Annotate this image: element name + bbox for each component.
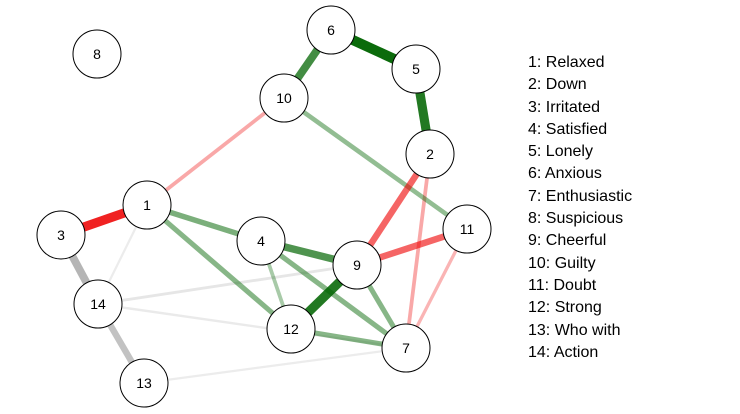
legend-name: Enthusiastic (545, 187, 633, 205)
node-12-circle (266, 304, 316, 354)
legend-number: 12 (528, 299, 546, 317)
node-13: 13 (119, 358, 169, 408)
legend-name: Relaxed (545, 54, 605, 71)
node-layer: 1 2 3 4 5 6 7 8 (36, 5, 492, 408)
legend-number: 11 (528, 276, 545, 294)
legend-name: Strong (554, 299, 602, 317)
node-1-label: 1 (143, 197, 151, 213)
legend-item: 10: Guilty (528, 254, 596, 272)
node-5-label: 5 (412, 61, 420, 77)
node-10: 10 (259, 73, 309, 123)
legend-number: 4 (528, 120, 537, 138)
node-6: 6 (306, 5, 356, 55)
legend-name: Doubt (553, 276, 597, 294)
node-7-circle (381, 323, 431, 373)
edge-10-11 (282, 96, 469, 231)
node-8-circle (72, 29, 122, 79)
node-4-label: 4 (257, 233, 265, 249)
legend-number: 13 (528, 321, 546, 339)
legend-name: Anxious (544, 165, 602, 183)
node-5: 5 (391, 44, 441, 94)
node-2-label: 2 (426, 146, 434, 162)
legend-number: 3 (528, 98, 537, 116)
legend-number: 6 (528, 165, 537, 183)
node-3: 3 (36, 210, 86, 260)
legend-name: Lonely (545, 143, 593, 161)
legend-number: 14 (528, 343, 546, 361)
node-4: 4 (236, 216, 286, 266)
node-11-label: 11 (460, 221, 475, 237)
node-1: 1 (122, 180, 172, 230)
legend-name: Cheerful (545, 232, 607, 250)
legend-number: 8 (528, 210, 537, 228)
legend-name: Suspicious (545, 210, 624, 228)
legend-item: 8: Suspicious (528, 210, 624, 228)
legend-item: 7: Enthusiastic (528, 187, 633, 205)
node-9-label: 9 (353, 257, 361, 273)
node-11: 11 (442, 204, 492, 254)
edge-4-7 (259, 238, 408, 351)
node-3-circle (36, 210, 86, 260)
legend-name: Down (545, 76, 587, 94)
edge-14-9 (97, 263, 358, 306)
legend-number: 7 (528, 187, 537, 205)
legend-number: 2 (528, 76, 537, 94)
node-10-circle (259, 73, 309, 123)
node-13-label: 13 (136, 375, 152, 391)
node-7: 7 (381, 323, 431, 373)
legend-item: 13: Who with (528, 321, 621, 339)
legend-number: 1 (528, 54, 537, 71)
node-14: 14 (73, 279, 123, 329)
node-4-circle (236, 216, 286, 266)
node-9: 9 (332, 240, 382, 290)
edge-14-7 (97, 302, 407, 350)
node-3-label: 3 (57, 227, 65, 243)
node-12: 12 (266, 304, 316, 354)
edge-13-7 (143, 346, 407, 385)
node-12-label: 12 (283, 321, 299, 337)
node-11-circle (442, 204, 492, 254)
node-13-circle (119, 358, 169, 408)
node-6-label: 6 (327, 22, 335, 38)
legend-item: 5: Lonely (528, 143, 593, 161)
legend-name: Guilty (554, 254, 596, 272)
legend-item: 11: Doubt (528, 276, 597, 294)
node-legend: 1: Relaxed 2: Down 3: Irritated 4: Satis… (528, 52, 632, 364)
node-1-circle (122, 180, 172, 230)
legend-item: 6: Anxious (528, 165, 602, 183)
node-5-circle (391, 44, 441, 94)
node-14-circle (73, 279, 123, 329)
legend-number: 5 (528, 143, 537, 161)
node-7-label: 7 (402, 340, 410, 356)
node-6-circle (306, 5, 356, 55)
node-14-label: 14 (90, 296, 106, 312)
legend-item: 12: Strong (528, 299, 602, 317)
node-10-label: 10 (276, 90, 292, 106)
legend-item: 9: Cheerful (528, 232, 607, 250)
node-2: 2 (405, 129, 455, 179)
legend-name: Who with (554, 321, 621, 339)
legend-item: 1: Relaxed (528, 54, 605, 71)
edge-1-12 (145, 203, 293, 331)
legend-number: 10 (528, 254, 546, 272)
legend-name: Action (553, 343, 599, 361)
node-9-circle (332, 240, 382, 290)
legend-item: 4: Satisfied (528, 120, 608, 138)
legend-number: 9 (528, 232, 537, 250)
legend-item: 3: Irritated (528, 98, 601, 116)
legend-item: 14: Action (528, 343, 599, 361)
node-2-circle (405, 129, 455, 179)
legend-name: Irritated (545, 98, 601, 116)
node-8: 8 (72, 29, 122, 79)
node-8-label: 8 (93, 46, 101, 62)
legend-name: Satisfied (545, 120, 608, 138)
legend-item: 2: Down (528, 76, 587, 94)
edge-2-7 (404, 153, 432, 349)
edge-1-10 (145, 96, 286, 207)
